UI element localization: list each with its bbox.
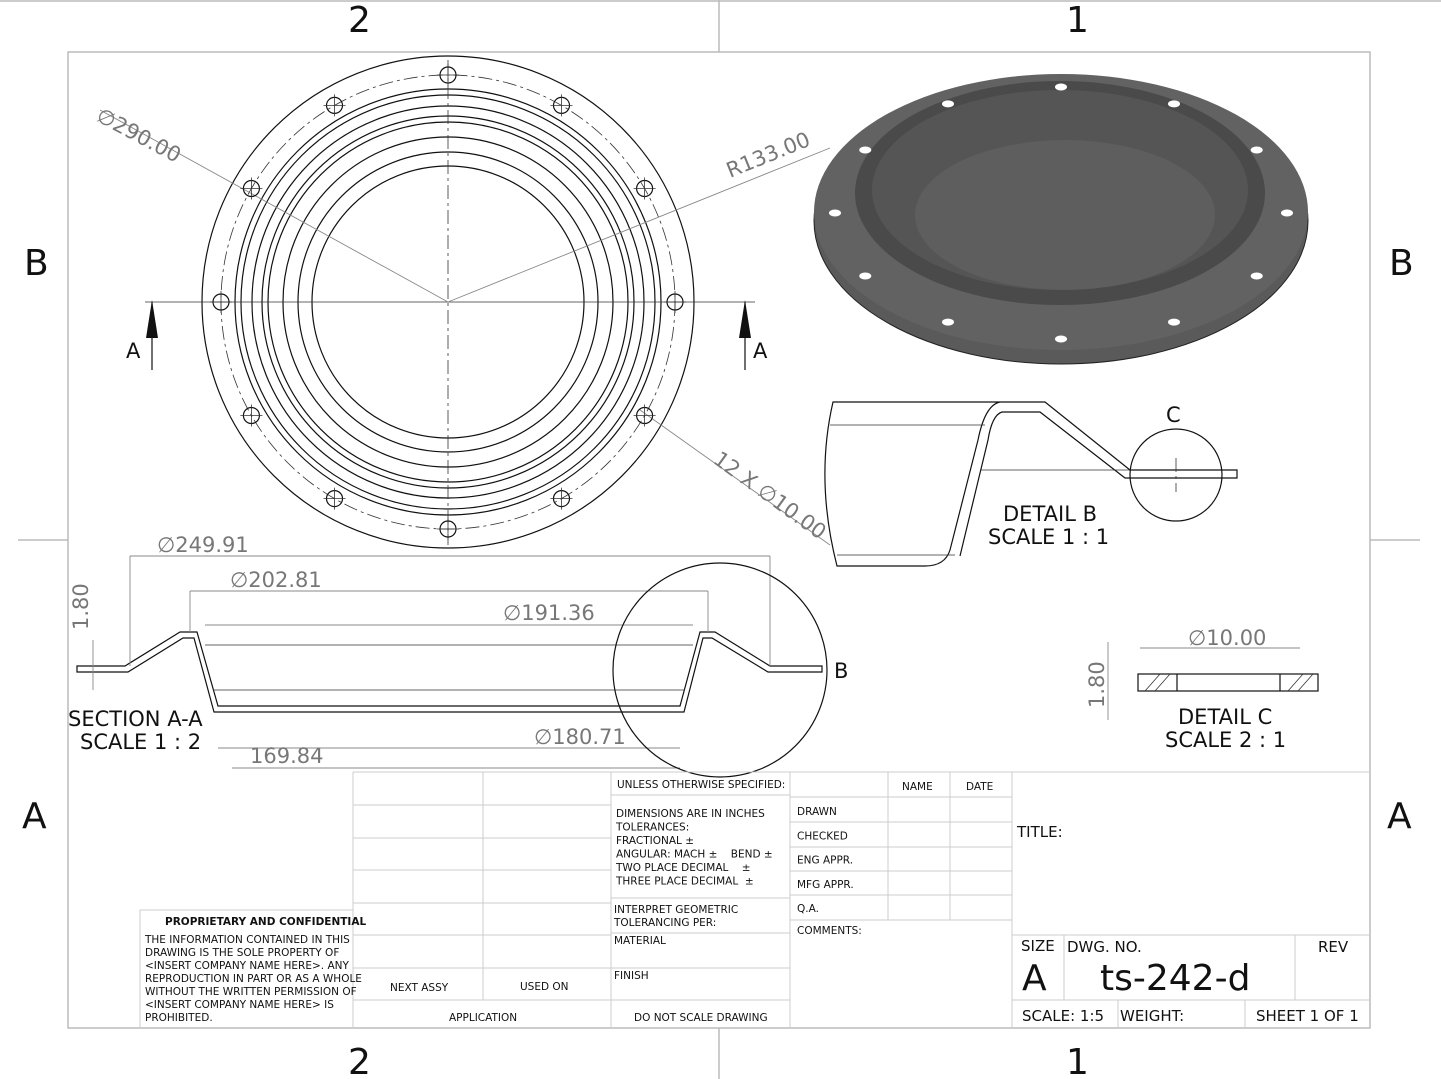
tolerance-line: DIMENSIONS ARE IN INCHES	[616, 808, 765, 820]
zone-label: B	[1389, 243, 1414, 284]
used-on-label: USED ON	[520, 981, 569, 993]
dwg-no-label: DWG. NO.	[1067, 938, 1142, 956]
zone-label: 2	[348, 1042, 371, 1079]
iso-bolt-hole	[1250, 272, 1263, 280]
detail-b-mark: B	[834, 659, 848, 683]
detail-c-title: DETAIL C	[1178, 705, 1272, 729]
iso-bolt-hole	[859, 146, 872, 154]
iso-bolt-hole	[1168, 318, 1180, 326]
dim-180: ∅180.71	[534, 725, 626, 749]
iso-bolt-hole	[1281, 209, 1293, 217]
detail-b-view	[824, 401, 1238, 567]
tolerance-line: THREE PLACE DECIMAL ±	[615, 876, 754, 888]
dwg-no-value: ts-242-d	[1100, 958, 1250, 999]
role-label: DRAWN	[797, 806, 837, 818]
section-scale: SCALE 1 : 2	[80, 730, 201, 754]
proprietary-line: REPRODUCTION IN PART OR AS A WHOLE	[145, 973, 362, 985]
application-label: APPLICATION	[449, 1012, 517, 1024]
do-not-scale-label: DO NOT SCALE DRAWING	[634, 1012, 768, 1024]
zone-label: 2	[348, 0, 371, 41]
section-mark-left: A	[126, 339, 141, 363]
next-assy-label: NEXT ASSY	[390, 982, 449, 994]
proprietary-title: PROPRIETARY AND CONFIDENTIAL	[165, 916, 366, 928]
section-view	[76, 555, 828, 778]
detail-c-dia: ∅10.00	[1188, 626, 1266, 650]
proprietary-line: <INSERT COMPANY NAME HERE> IS	[145, 999, 334, 1011]
dim-202: ∅202.81	[230, 568, 322, 592]
iso-bolt-hole	[942, 100, 954, 108]
isometric-view	[813, 74, 1309, 365]
role-label: ENG APPR.	[797, 855, 853, 867]
size-label: SIZE	[1021, 937, 1055, 955]
material-label: MATERIAL	[614, 935, 666, 947]
iso-bolt-hole	[1168, 100, 1180, 108]
proprietary-line: THE INFORMATION CONTAINED IN THIS	[144, 934, 350, 946]
detail-c-mark: C	[1166, 403, 1181, 427]
zone-label: 1	[1066, 1042, 1089, 1079]
detail-c-scale: SCALE 2 : 1	[1165, 728, 1286, 752]
sheet-value: SHEET 1 OF 1	[1256, 1007, 1359, 1025]
zone-label: A	[22, 796, 47, 837]
detail-b-title: DETAIL B	[1003, 502, 1097, 526]
iso-bolt-hole	[1250, 146, 1263, 154]
zone-label: 1	[1066, 0, 1089, 41]
role-label: MFG APPR.	[797, 879, 854, 891]
zone-label: B	[24, 243, 49, 284]
name-header: NAME	[902, 781, 933, 793]
rev-label: REV	[1318, 938, 1349, 956]
dim-249: ∅249.91	[157, 533, 249, 557]
interpret-label: TOLERANCING PER:	[613, 917, 716, 929]
hole-dim: 12 X ∅10.00	[709, 447, 831, 545]
iso-bolt-hole	[859, 272, 872, 280]
size-value: A	[1022, 958, 1047, 999]
iso-bolt-hole	[942, 318, 954, 326]
zone-label: A	[1387, 796, 1412, 837]
detail-c-view	[1107, 642, 1319, 720]
proprietary-line: <INSERT COMPANY NAME HERE>. ANY	[145, 960, 349, 972]
tolerance-line: TWO PLACE DECIMAL ±	[615, 862, 751, 874]
proprietary-line: PROHIBITED.	[145, 1012, 213, 1024]
interpret-label: INTERPRET GEOMETRIC	[614, 904, 738, 916]
scale-value: SCALE: 1:5	[1022, 1007, 1104, 1025]
iso-bolt-hole	[829, 209, 841, 217]
role-label: Q.A.	[797, 903, 819, 915]
proprietary-line: WITHOUT THE WRITTEN PERMISSION OF	[145, 986, 357, 998]
section-title: SECTION A-A	[68, 707, 203, 731]
detail-b-scale: SCALE 1 : 1	[988, 525, 1109, 549]
finish-label: FINISH	[614, 970, 649, 982]
tolerance-line: FRACTIONAL ±	[616, 835, 694, 847]
thickness-dim: 1.80	[69, 583, 93, 630]
role-label: CHECKED	[797, 830, 848, 842]
section-mark-right: A	[753, 339, 768, 363]
top-view	[99, 55, 831, 549]
dim-191: ∅191.36	[503, 601, 595, 625]
tolerance-line: TOLERANCES:	[615, 822, 689, 834]
comments-label: COMMENTS:	[797, 925, 862, 937]
date-header: DATE	[966, 781, 993, 793]
dim-169: 169.84	[250, 744, 323, 768]
unless-label: UNLESS OTHERWISE SPECIFIED:	[617, 779, 785, 791]
iso-bolt-hole	[1055, 83, 1067, 91]
detail-c-thickness: 1.80	[1085, 661, 1109, 708]
iso-bolt-hole	[1055, 335, 1067, 343]
outer-diameter-dim: ∅290.00	[93, 103, 185, 167]
tolerance-line: ANGULAR: MACH ± BEND ±	[616, 849, 773, 861]
title-block	[139, 771, 1370, 1028]
title-label: TITLE:	[1016, 823, 1063, 841]
radius-dim: R133.00	[723, 127, 814, 182]
weight-label: WEIGHT:	[1120, 1007, 1184, 1025]
proprietary-line: DRAWING IS THE SOLE PROPERTY OF	[145, 947, 339, 959]
